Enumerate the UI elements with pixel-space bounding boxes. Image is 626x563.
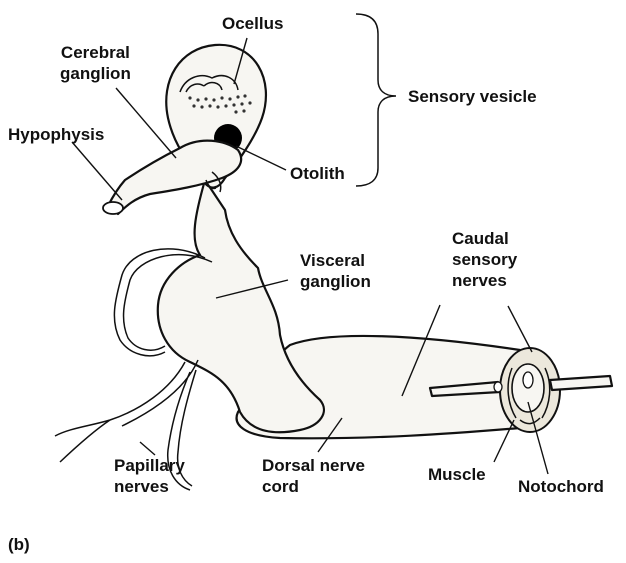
sensory-vesicle-brace: [356, 14, 396, 186]
caudal-sensory-nerves-label-line3: nerves: [452, 270, 517, 291]
leader-hypophysis: [72, 142, 122, 200]
leader-papillary-nerves: [140, 442, 155, 455]
visceral-ganglion-label: Visceral ganglion: [300, 250, 371, 292]
papillary-nerves-label-line2: nerves: [114, 476, 185, 497]
otolith-label: Otolith: [290, 163, 345, 184]
notochord-label: Notochord: [518, 476, 604, 497]
leader-notochord-top: [508, 306, 532, 352]
cerebral-ganglion-label-line1: Cerebral: [60, 42, 131, 63]
papillary-nerves-label: Papillary nerves: [114, 455, 185, 497]
dorsal-nerve-cord-label-line1: Dorsal nerve: [262, 455, 365, 476]
cerebral-ganglion-label-line2: ganglion: [60, 63, 131, 84]
hypophysis-opening: [103, 202, 123, 214]
leader-otolith: [236, 146, 286, 170]
ocellus-label: Ocellus: [222, 13, 283, 34]
papillary-nerves-label-line1: Papillary: [114, 455, 185, 476]
caudal-sensory-nerves-label-line2: sensory: [452, 249, 517, 270]
visceral-ganglion-label-line2: ganglion: [300, 271, 371, 292]
sensory-vesicle-label: Sensory vesicle: [408, 86, 537, 107]
caudal-sensory-nerves-label-line1: Caudal: [452, 228, 517, 249]
nerve-cord-section: [523, 372, 533, 388]
muscle-label: Muscle: [428, 464, 486, 485]
panel-label: (b): [8, 534, 30, 555]
cerebral-ganglion-label: Cerebral ganglion: [60, 42, 131, 84]
hypophysis-label: Hypophysis: [8, 124, 104, 145]
dorsal-nerve-cord-label-line2: cord: [262, 476, 365, 497]
caudal-sensory-nerves-label: Caudal sensory nerves: [452, 228, 517, 291]
trunk: [158, 180, 324, 432]
visceral-ganglion-label-line1: Visceral: [300, 250, 371, 271]
dorsal-nerve-cord-label: Dorsal nerve cord: [262, 455, 365, 497]
